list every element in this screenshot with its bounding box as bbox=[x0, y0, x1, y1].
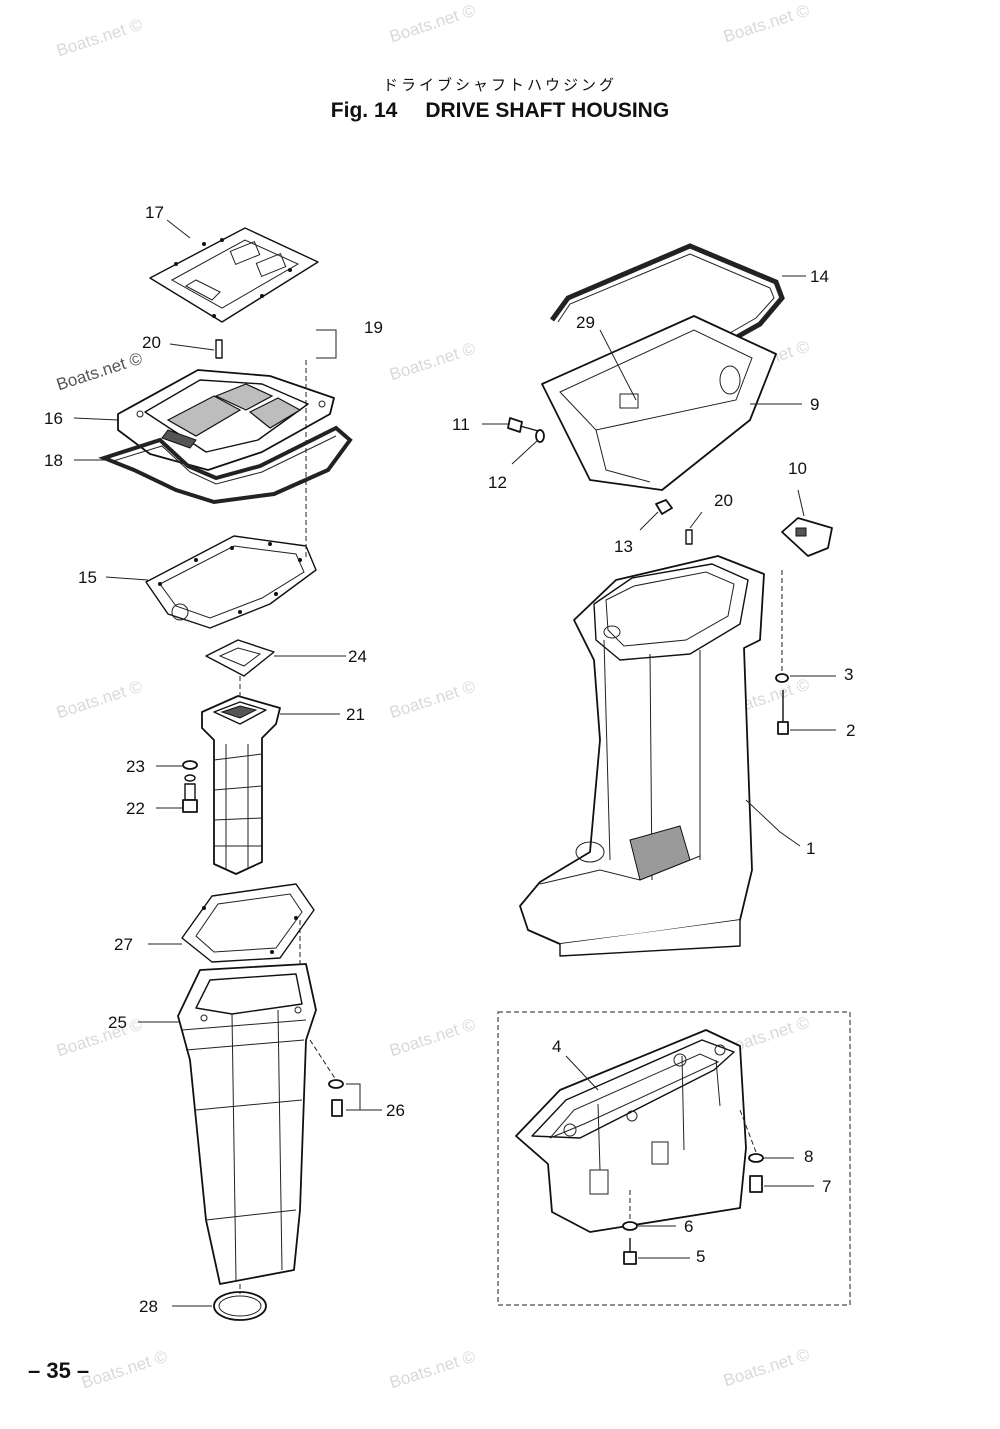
callout-9: 9 bbox=[810, 395, 819, 414]
callout-1: 1 bbox=[806, 839, 815, 858]
part-4-lower-mount bbox=[515, 1029, 747, 1233]
callout-17: 17 bbox=[145, 203, 164, 222]
callout-4: 4 bbox=[552, 1037, 561, 1056]
part-10-bracket bbox=[781, 517, 833, 557]
part-13-nut bbox=[655, 499, 673, 515]
callout-14: 14 bbox=[810, 267, 829, 286]
part-21-exhaust-pipe bbox=[201, 695, 281, 875]
part-18-seal bbox=[98, 425, 353, 505]
callout-3: 3 bbox=[844, 665, 853, 684]
part-17-gasket bbox=[149, 227, 319, 323]
callout-27: 27 bbox=[114, 935, 133, 954]
part-6-washer bbox=[622, 1221, 638, 1231]
part-12-washer bbox=[535, 429, 545, 443]
callout-12: 12 bbox=[488, 473, 507, 492]
callout-29: 29 bbox=[576, 313, 595, 332]
part-5-bolt bbox=[623, 1238, 637, 1265]
callout-28: 28 bbox=[139, 1297, 158, 1316]
figure-title-text: DRIVE SHAFT HOUSING bbox=[425, 99, 670, 122]
callout-6: 6 bbox=[684, 1217, 693, 1236]
callout-26: 26 bbox=[386, 1101, 405, 1120]
part-22-bolt bbox=[182, 783, 198, 813]
inset-box bbox=[497, 1011, 851, 1306]
callout-22: 22 bbox=[126, 799, 145, 818]
japanese-title: ドライブシャフトハウジング bbox=[382, 76, 617, 94]
part-11-bolt bbox=[507, 417, 543, 433]
callout-5: 5 bbox=[696, 1247, 705, 1266]
callout-24: 24 bbox=[348, 647, 367, 666]
figure-title: Fig. 14 DRIVE SHAFT HOUSING bbox=[0, 99, 1000, 123]
callout-19: 19 bbox=[364, 318, 383, 337]
callout-18: 18 bbox=[44, 451, 63, 470]
page-number: – 35 – bbox=[28, 1358, 90, 1383]
part-8-washer bbox=[748, 1153, 764, 1163]
part-26-bolt bbox=[328, 1079, 344, 1117]
callout-11: 11 bbox=[452, 415, 470, 434]
callout-21: 21 bbox=[346, 705, 365, 724]
part-24-gasket bbox=[205, 639, 275, 677]
part-28-seal-ring bbox=[213, 1291, 267, 1321]
part-2-bolt bbox=[777, 690, 789, 735]
callout-20: 20 bbox=[714, 491, 733, 510]
callout-8: 8 bbox=[804, 1147, 813, 1166]
part-9-apron bbox=[541, 315, 777, 491]
callout-16: 16 bbox=[44, 409, 63, 428]
callout-23: 23 bbox=[126, 757, 145, 776]
part-27-gasket bbox=[181, 883, 315, 963]
part-15-gasket bbox=[145, 535, 317, 629]
part-20-dowel-pin bbox=[685, 529, 693, 545]
callout-2: 2 bbox=[846, 721, 855, 740]
part-25-exhaust-housing bbox=[177, 963, 317, 1285]
part-23-washer bbox=[182, 760, 198, 782]
part-16-adapter bbox=[117, 339, 335, 471]
callout-10: 10 bbox=[788, 459, 807, 478]
callout-13: 13 bbox=[614, 537, 633, 556]
part-1-drive-shaft-housing bbox=[519, 555, 765, 957]
callout-20: 20 bbox=[142, 333, 161, 352]
callout-15: 15 bbox=[78, 568, 97, 587]
callout-7: 7 bbox=[822, 1177, 831, 1196]
leader-lines bbox=[73, 219, 836, 1307]
part-7-bolt bbox=[749, 1175, 763, 1193]
part-3-washer bbox=[775, 673, 789, 683]
callout-25: 25 bbox=[108, 1013, 127, 1032]
figure-number: Fig. 14 bbox=[330, 99, 398, 122]
